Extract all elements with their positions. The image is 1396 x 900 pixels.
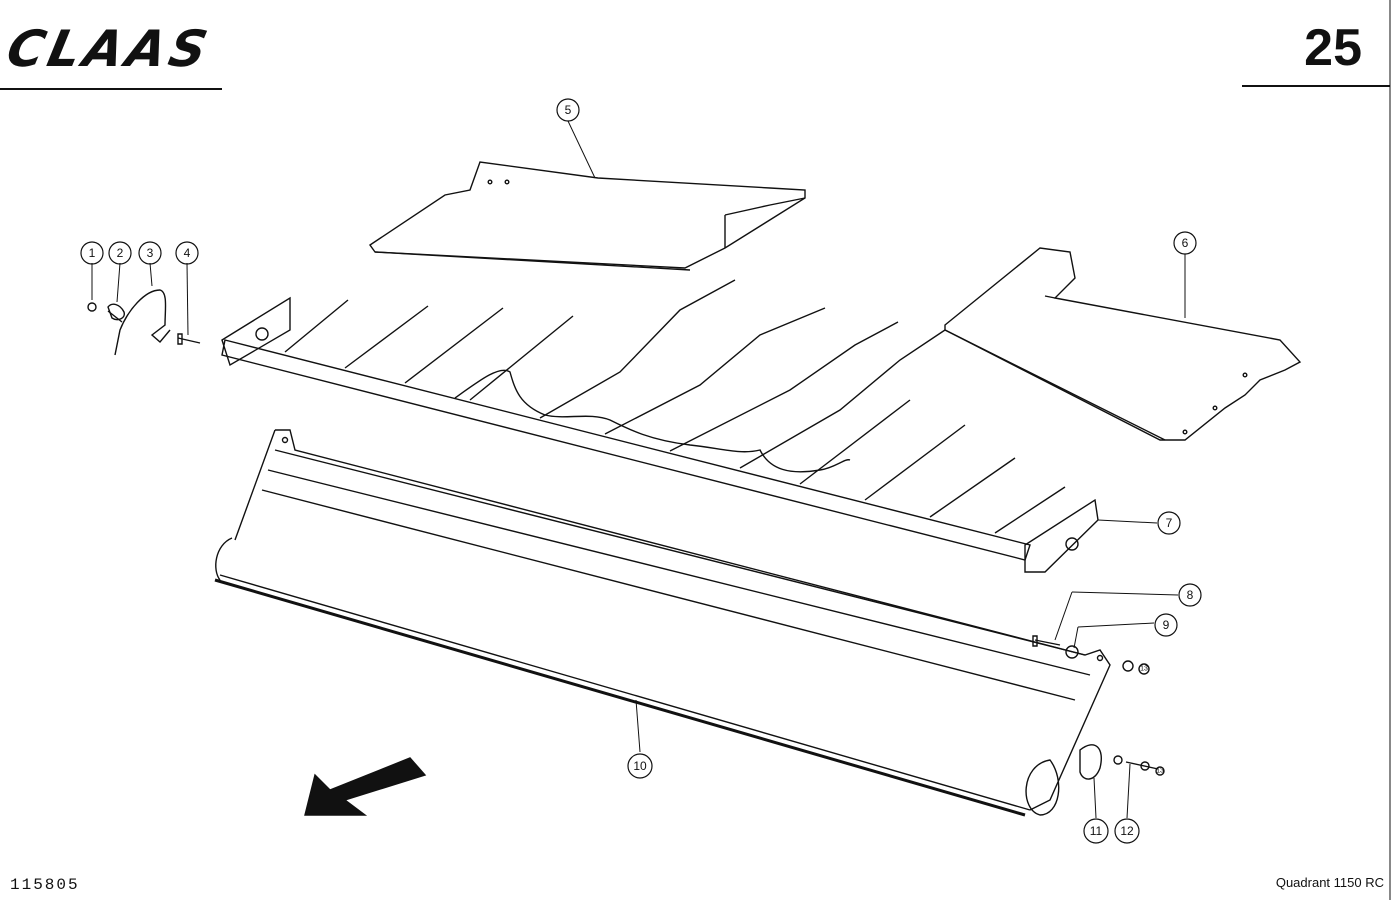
callout-circle-3: [138, 241, 162, 265]
callout-label-2: 2: [117, 246, 124, 260]
cover-plate-part-6: [944, 247, 1302, 441]
tine-bar-part-7: [221, 279, 1099, 573]
hardware-mark-13b: 13: [1156, 768, 1164, 775]
callout-label-3: 3: [147, 246, 154, 260]
callout-circle-11: [1083, 818, 1109, 844]
callout-circle-9: [1154, 613, 1178, 637]
model-name: Quadrant 1150 RC: [1275, 875, 1384, 890]
callout-label-9: 9: [1163, 618, 1170, 632]
callout-label-11: 11: [1090, 824, 1103, 838]
callout-circle-6: [1173, 231, 1197, 255]
callout-labels: 1 2 3 4 5 6 7 8 9 10 11 12 13 13: [89, 103, 1194, 838]
direction-arrow: [304, 757, 427, 816]
callout-circle-8: [1178, 583, 1202, 607]
callout-label-7: 7: [1166, 516, 1173, 530]
callout-circles: [80, 98, 1202, 844]
small-hardware-8-13: [1032, 635, 1165, 780]
drawing-number: 115805: [10, 876, 80, 894]
callout-circle-2: [108, 241, 132, 265]
callout-label-1: 1: [89, 246, 96, 260]
callout-label-10: 10: [633, 759, 647, 773]
callout-leaders: [91, 120, 1186, 819]
callout-label-8: 8: [1187, 588, 1194, 602]
callout-circle-7: [1157, 511, 1181, 535]
callout-circle-1: [80, 241, 104, 265]
callout-circle-12: [1114, 818, 1140, 844]
small-hardware-1-4: [87, 289, 201, 356]
tine-rods: [284, 279, 1066, 534]
roller-plate-part-10: [214, 429, 1111, 817]
callout-label-4: 4: [184, 246, 191, 260]
callout-label-6: 6: [1182, 236, 1189, 250]
callout-circle-10: [627, 753, 653, 779]
callout-label-12: 12: [1120, 824, 1134, 838]
feeder-fabric: [454, 369, 851, 473]
callout-circle-4: [175, 241, 199, 265]
callout-circle-5: [556, 98, 580, 122]
page-number: 25: [1304, 19, 1362, 77]
hardware-mark-13a: 13: [1140, 666, 1148, 673]
cover-plate-part-5: [369, 161, 806, 271]
callout-label-5: 5: [565, 103, 572, 117]
